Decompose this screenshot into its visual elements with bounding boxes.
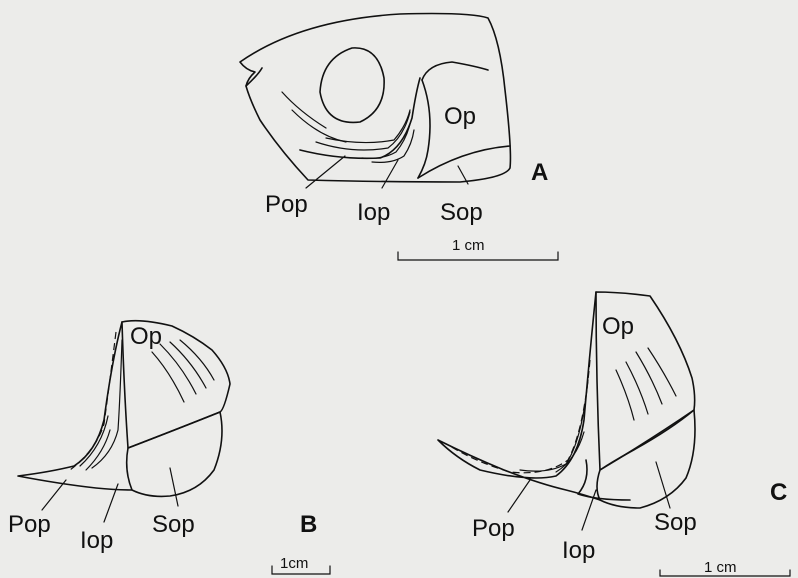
panel-a-label-iop: Iop [357,199,390,226]
panel-c-label-op: Op [602,313,634,340]
panel-c-scale-label: 1 cm [704,559,737,576]
panel-a-label-sop: Sop [440,199,483,226]
panel-b-sop-leader [170,468,178,506]
panel-c-label-iop: Iop [562,537,595,564]
panel-c-pop-leader [508,480,530,512]
panel-c-label-sop: Sop [654,509,697,536]
panel-c: Op Pop Iop Sop C 1 cm [438,292,790,576]
panel-a-scale-label: 1 cm [452,237,485,254]
panel-b-label-sop: Sop [152,511,195,538]
panel-b-pop-leader [42,480,66,510]
panel-b-label-pop: Pop [8,511,51,538]
panel-a-letter: A [531,159,548,186]
panel-b-letter: B [300,511,317,538]
panel-c-bones-drawing [438,292,695,508]
panel-a-iop-leader [382,160,398,188]
panel-b-label-op: Op [130,323,162,350]
panel-c-letter: C [770,479,787,506]
panel-b-bones-drawing [18,321,230,497]
panel-b-scale-label: 1cm [280,555,308,572]
panel-b: Op Pop Iop Sop B 1cm [8,321,330,574]
panel-a-pop-leader [306,156,345,188]
panel-a-label-op: Op [444,103,476,130]
panel-a: Op Pop Iop Sop A 1 cm [240,14,558,261]
panel-a-label-pop: Pop [265,191,308,218]
panel-c-label-pop: Pop [472,515,515,542]
panel-a-head-drawing [240,14,510,183]
panel-b-label-iop: Iop [80,527,113,554]
